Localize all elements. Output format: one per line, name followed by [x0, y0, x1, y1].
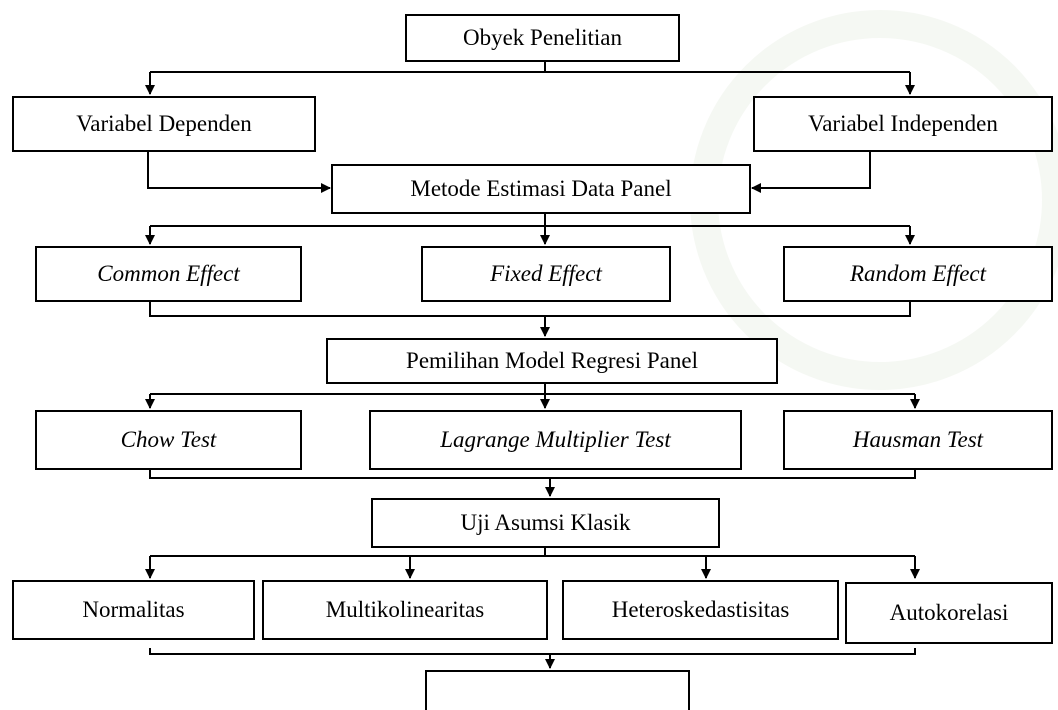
node-heteroskedastisitas-label: Heteroskedastisitas	[611, 597, 790, 622]
node-variabel-dependen: Variabel Dependen	[12, 96, 316, 152]
node-common-effect: Common Effect	[35, 246, 302, 302]
node-multikolinearitas: Multikolinearitas	[262, 580, 548, 640]
node-bottom-partial	[425, 670, 690, 710]
node-autokorelasi-label: Autokorelasi	[889, 600, 1009, 625]
node-pemilihan-model: Pemilihan Model Regresi Panel	[326, 338, 778, 384]
node-metode-label: Metode Estimasi Data Panel	[410, 176, 672, 201]
node-pemilihan-label: Pemilihan Model Regresi Panel	[406, 348, 698, 373]
arrow-dependen-to-metode	[147, 152, 331, 193]
node-normalitas: Normalitas	[12, 580, 255, 640]
node-lagrange-multiplier-test: Lagrange Multiplier Test	[369, 410, 742, 470]
node-heteroskedastisitas: Heteroskedastisitas	[562, 580, 839, 640]
node-independen-label: Variabel Independen	[808, 111, 998, 136]
connector-effects-merge	[149, 302, 911, 317]
flowchart-connectors	[145, 62, 920, 669]
node-normalitas-label: Normalitas	[82, 597, 185, 622]
node-fixed-effect: Fixed Effect	[421, 246, 671, 302]
connector-tests-merge	[149, 470, 916, 479]
node-autokorelasi: Autokorelasi	[845, 582, 1053, 644]
node-metode-estimasi: Metode Estimasi Data Panel	[331, 164, 751, 214]
node-hausman-label: Hausman Test	[852, 427, 984, 452]
node-chow-label: Chow Test	[120, 427, 217, 452]
node-random-effect: Random Effect	[783, 246, 1053, 302]
node-obyek-label: Obyek Penelitian	[462, 25, 623, 50]
arrow-independen-to-metode	[751, 152, 871, 193]
node-random-label: Random Effect	[849, 261, 987, 286]
connector-assumptions-merge	[149, 648, 916, 655]
node-uji-label: Uji Asumsi Klasik	[460, 510, 631, 535]
node-multikolinearitas-label: Multikolinearitas	[325, 597, 485, 622]
node-hausman-test: Hausman Test	[783, 410, 1053, 470]
node-chow-test: Chow Test	[35, 410, 302, 470]
node-dependen-label: Variabel Dependen	[76, 111, 252, 136]
node-variabel-independen: Variabel Independen	[753, 96, 1053, 152]
node-common-label: Common Effect	[97, 261, 240, 286]
node-uji-asumsi-klasik: Uji Asumsi Klasik	[371, 498, 720, 548]
node-lagrange-label: Lagrange Multiplier Test	[440, 427, 671, 452]
node-obyek-penelitian: Obyek Penelitian	[405, 14, 680, 62]
node-fixed-label: Fixed Effect	[490, 261, 602, 286]
